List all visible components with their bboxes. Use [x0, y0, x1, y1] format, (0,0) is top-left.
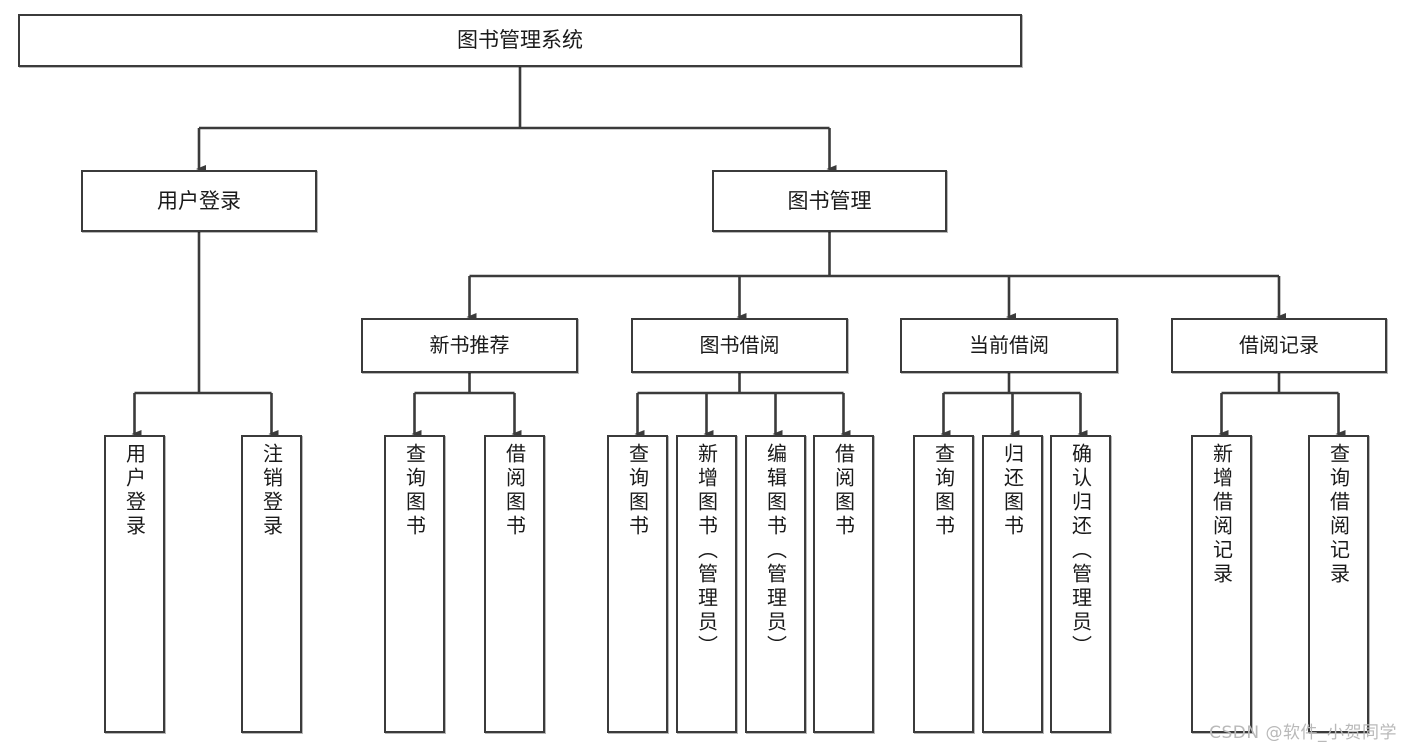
- node-book-borrow-label: 图书借阅: [699, 333, 780, 357]
- leaf-borrow-book-2[interactable]: 借阅图书: [813, 435, 874, 733]
- node-user-login[interactable]: 用户登录: [81, 170, 317, 232]
- node-current-borrow-label: 当前借阅: [969, 333, 1049, 357]
- leaf-user-login-label: 用户登录: [122, 443, 147, 539]
- leaf-return-book[interactable]: 归还图书: [982, 435, 1043, 733]
- leaf-add-book-admin-label: 新增图书（管理员）: [694, 443, 719, 659]
- leaf-query-book-2-label: 查询图书: [625, 443, 650, 539]
- node-root[interactable]: 图书管理系统: [18, 14, 1022, 67]
- node-book-manage[interactable]: 图书管理: [712, 170, 947, 232]
- leaf-add-borrow-record-label: 新增借阅记录: [1209, 443, 1234, 587]
- leaf-query-book-1[interactable]: 查询图书: [384, 435, 445, 733]
- node-current-borrow[interactable]: 当前借阅: [900, 318, 1118, 373]
- leaf-add-borrow-record[interactable]: 新增借阅记录: [1191, 435, 1252, 733]
- leaf-edit-book-admin-label: 编辑图书（管理员）: [763, 443, 788, 659]
- node-new-book-recommend-label: 新书推荐: [429, 333, 510, 357]
- node-root-label: 图书管理系统: [457, 28, 583, 53]
- leaf-confirm-return-admin-label: 确认归还（管理员）: [1068, 443, 1093, 659]
- leaf-confirm-return-admin[interactable]: 确认归还（管理员）: [1050, 435, 1111, 733]
- leaf-borrow-book-1[interactable]: 借阅图书: [484, 435, 545, 733]
- leaf-return-book-label: 归还图书: [1000, 443, 1025, 539]
- leaf-borrow-book-2-label: 借阅图书: [831, 443, 856, 539]
- leaf-add-book-admin[interactable]: 新增图书（管理员）: [676, 435, 737, 733]
- watermark: CSDN @软件_小贺同学: [1209, 723, 1397, 743]
- node-user-login-label: 用户登录: [157, 188, 241, 213]
- leaf-user-logout-label: 注销登录: [259, 443, 284, 539]
- leaf-query-book-3[interactable]: 查询图书: [913, 435, 974, 733]
- node-borrow-record-label: 借阅记录: [1239, 333, 1319, 357]
- leaf-edit-book-admin[interactable]: 编辑图书（管理员）: [745, 435, 806, 733]
- leaf-query-book-3-label: 查询图书: [931, 443, 956, 539]
- leaf-query-borrow-record[interactable]: 查询借阅记录: [1308, 435, 1369, 733]
- leaf-user-logout[interactable]: 注销登录: [241, 435, 302, 733]
- node-new-book-recommend[interactable]: 新书推荐: [361, 318, 578, 373]
- leaf-query-borrow-record-label: 查询借阅记录: [1326, 443, 1351, 587]
- leaf-query-book-1-label: 查询图书: [402, 443, 427, 539]
- leaf-user-login[interactable]: 用户登录: [104, 435, 165, 733]
- leaf-query-book-2[interactable]: 查询图书: [607, 435, 668, 733]
- node-borrow-record[interactable]: 借阅记录: [1171, 318, 1387, 373]
- leaf-borrow-book-1-label: 借阅图书: [502, 443, 527, 539]
- node-book-borrow[interactable]: 图书借阅: [631, 318, 848, 373]
- node-book-manage-label: 图书管理: [787, 188, 872, 213]
